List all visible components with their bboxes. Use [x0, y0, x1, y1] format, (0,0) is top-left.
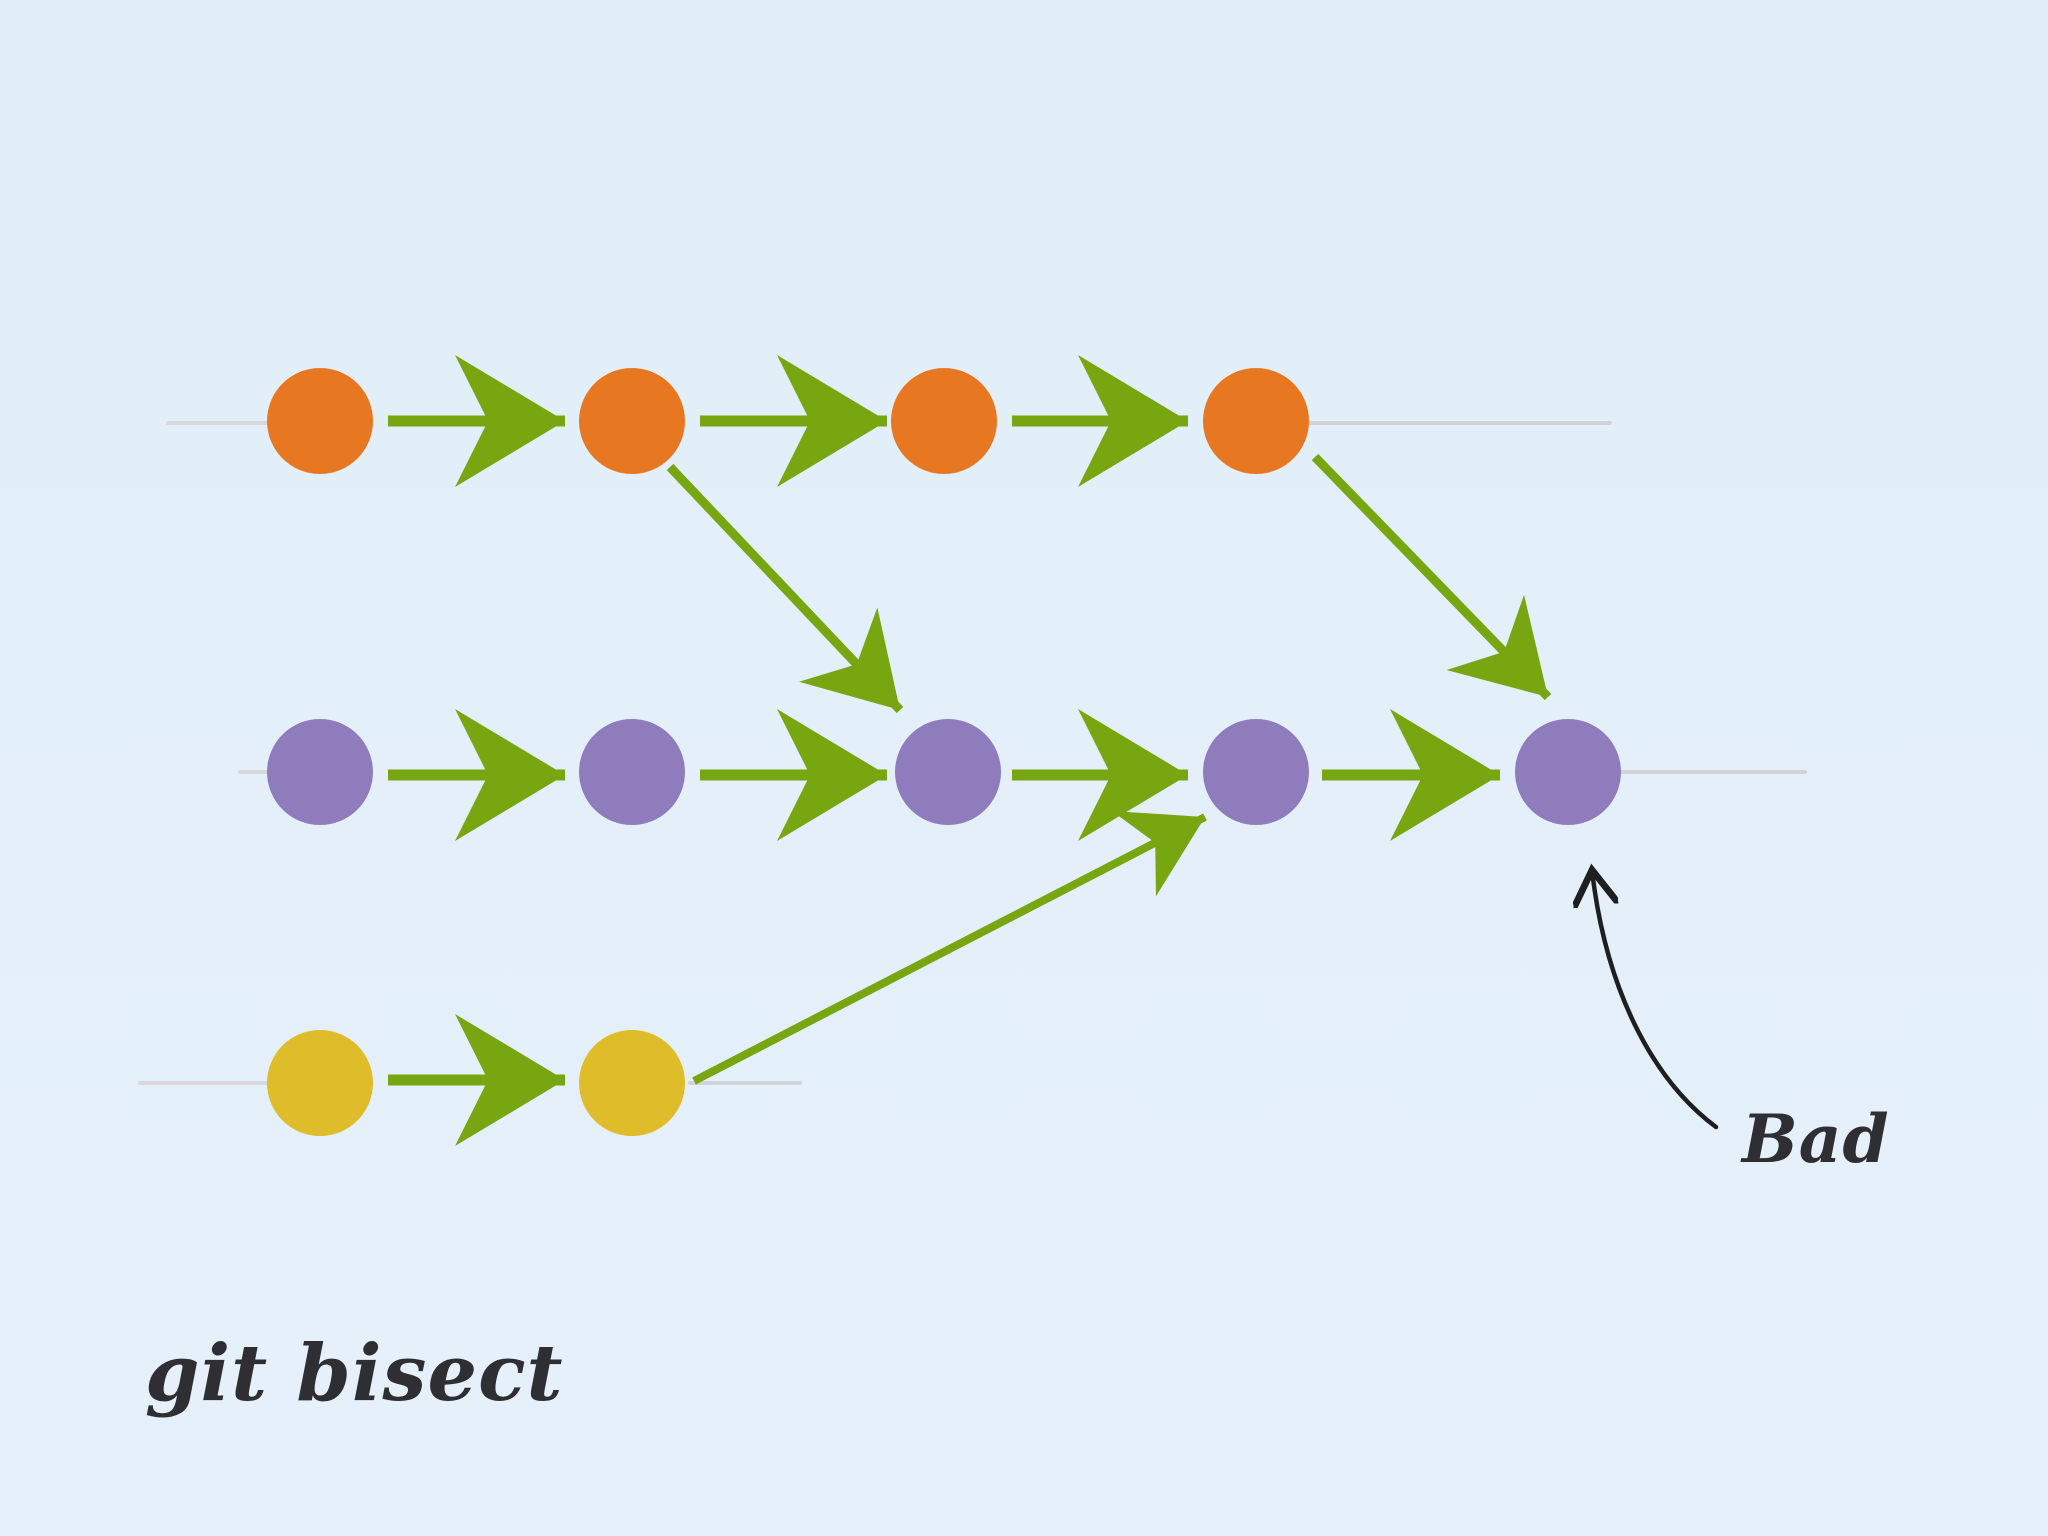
commit-middle-2 — [579, 719, 685, 825]
branch-guide-lines — [138, 421, 1807, 1085]
commit-nodes — [267, 368, 1621, 1136]
commit-top-2 — [579, 368, 685, 474]
commit-middle-5 — [1515, 719, 1621, 825]
commit-top-1 — [267, 368, 373, 474]
commit-middle-3 — [895, 719, 1001, 825]
bad-commit-label: Bad — [1742, 1100, 1890, 1178]
diagram-caption: git bisect — [145, 1328, 564, 1419]
arrow-top-4-to-middle-5 — [1311, 453, 1552, 701]
commit-bottom-2 — [579, 1030, 685, 1136]
arrow-bottom-2-to-middle-4 — [692, 811, 1207, 1085]
commit-middle-1 — [267, 719, 373, 825]
commit-top-4 — [1203, 368, 1309, 474]
commit-arrows — [388, 355, 1552, 1146]
bad-pointer-arrow — [1592, 870, 1719, 1130]
commit-middle-4 — [1203, 719, 1309, 825]
commit-top-3 — [891, 368, 997, 474]
commit-bottom-1 — [267, 1030, 373, 1136]
arrow-top-2-to-middle-3 — [666, 463, 904, 714]
